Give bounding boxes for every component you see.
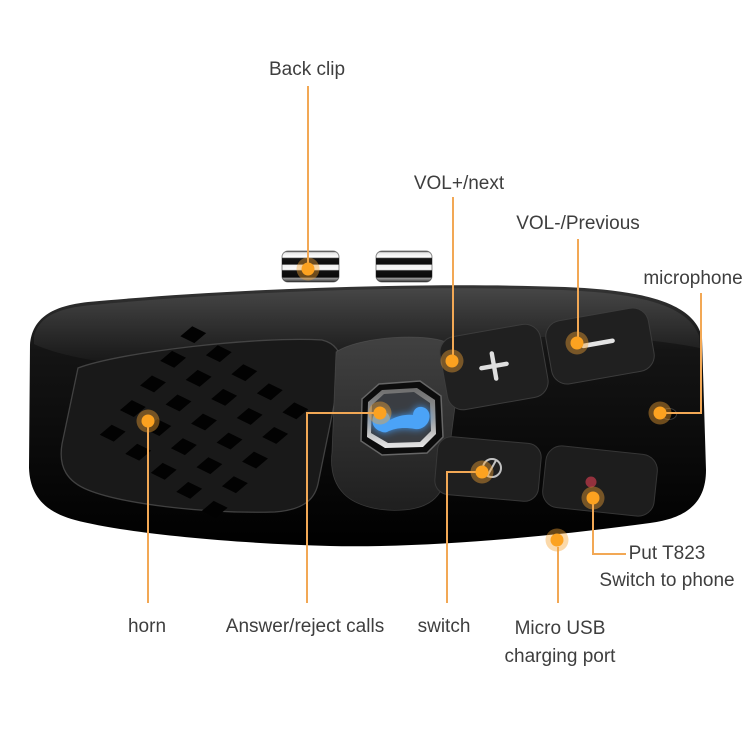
red-led-dot <box>585 476 597 488</box>
label-answer-reject: Answer/reject calls <box>225 616 385 637</box>
callout-line-answer-v <box>306 412 308 603</box>
label-micro-usb: Micro USB charging port <box>505 615 616 671</box>
callout-line-micro-usb <box>557 547 559 603</box>
callout-line-switch-h <box>446 471 479 473</box>
back-clips <box>281 250 433 283</box>
label-put-t823-line2: Switch to phone <box>599 570 735 591</box>
callout-line-vol-minus <box>577 239 579 343</box>
callout-dot-switch <box>475 465 489 479</box>
callout-line-back-clip <box>307 86 309 266</box>
label-vol-minus: VOL-/Previous <box>516 213 640 234</box>
callout-line-microphone-h <box>664 412 702 414</box>
label-switch: switch <box>417 616 471 637</box>
phone-handset-icon <box>372 406 430 433</box>
plus-icon <box>479 351 509 381</box>
label-put-t823: Put T823 Switch to phone <box>599 540 734 594</box>
callout-line-put-t823-h <box>592 553 626 555</box>
volume-down-button <box>545 307 655 385</box>
label-micro-usb-line2: charging port <box>504 646 616 667</box>
label-put-t823-line1: Put T823 <box>628 543 706 564</box>
minus-icon <box>581 338 615 349</box>
label-back-clip: Back clip <box>268 59 346 80</box>
callout-dot-horn <box>141 414 155 428</box>
label-microphone: microphone <box>643 268 743 289</box>
callout-dot-back-clip <box>301 262 315 276</box>
callout-line-vol-plus <box>452 197 454 357</box>
label-vol-plus: VOL+/next <box>413 173 505 194</box>
speaker-grille-diamond-holes <box>99 326 309 518</box>
indicator-button <box>542 445 658 517</box>
callout-line-switch-v <box>446 471 448 603</box>
callout-dot-put-t823 <box>586 491 600 505</box>
call-button <box>360 380 444 456</box>
label-horn: horn <box>127 616 167 637</box>
callout-dot-answer <box>373 406 387 420</box>
callout-dot-micro-usb <box>550 533 564 547</box>
volume-up-button <box>439 323 549 411</box>
callout-line-microphone-v <box>700 293 702 413</box>
label-micro-usb-line1: Micro USB <box>514 618 606 639</box>
callout-dot-vol-minus <box>570 336 584 350</box>
callout-line-horn <box>147 427 149 603</box>
callout-dot-vol-plus <box>445 354 459 368</box>
callout-line-put-t823-v <box>592 504 594 554</box>
callout-line-answer-h <box>306 412 377 414</box>
callout-dot-microphone <box>653 406 667 420</box>
